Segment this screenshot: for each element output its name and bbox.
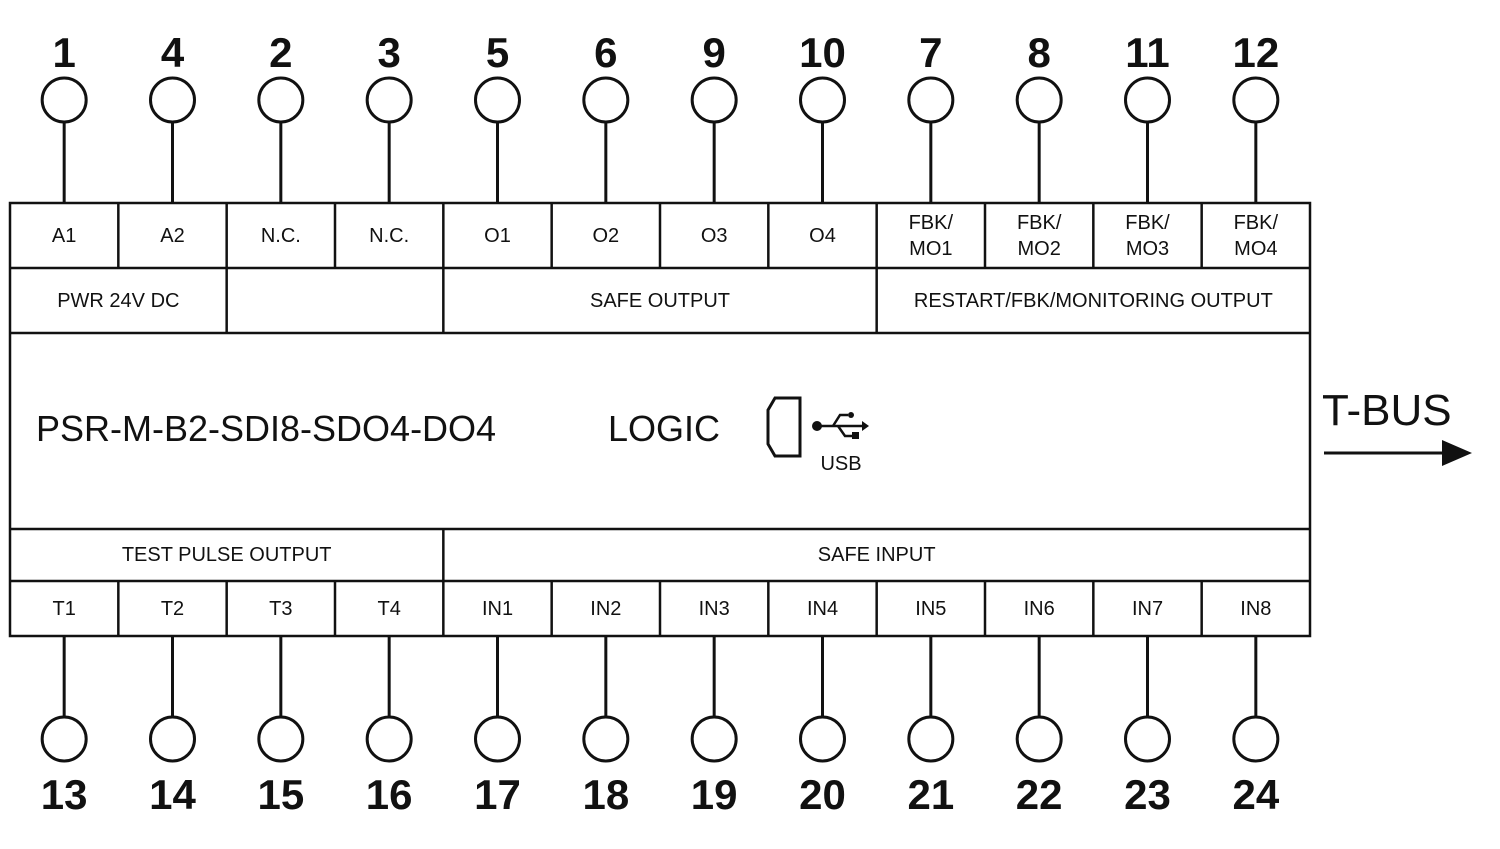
terminal-label: IN7 bbox=[1132, 598, 1163, 620]
terminal-pin bbox=[582, 76, 630, 124]
terminal-label: N.C. bbox=[261, 225, 301, 247]
terminal-label: FBK/ bbox=[1017, 212, 1062, 234]
terminal-pin bbox=[1232, 715, 1280, 763]
usb-port-icon bbox=[766, 396, 802, 458]
terminal-pin bbox=[799, 76, 846, 124]
terminal-label: O1 bbox=[484, 225, 511, 247]
terminal-number: 6 bbox=[594, 29, 617, 76]
terminal-label: FBK/ bbox=[1234, 212, 1279, 234]
terminal-number: 12 bbox=[1232, 29, 1279, 76]
terminal-pin bbox=[690, 76, 738, 124]
terminal-pin bbox=[1124, 76, 1171, 124]
terminal-label: T2 bbox=[161, 598, 184, 620]
bottom-terminal-row: T1 13 T2 14 T3 15 T4 16 IN1 17 IN2 18 IN3 19 IN4 20 IN5 2… bbox=[40, 581, 1280, 818]
terminal-label: O3 bbox=[701, 225, 728, 247]
terminal-pin bbox=[582, 715, 630, 763]
terminal-pin bbox=[690, 715, 738, 763]
terminal-label: FBK/ bbox=[1125, 212, 1170, 234]
usb-icon bbox=[812, 412, 869, 439]
model-name: PSR-M-B2-SDI8-SDO4-DO4 bbox=[36, 408, 496, 449]
terminal-number: 19 bbox=[691, 771, 738, 818]
terminal-pin bbox=[1015, 715, 1063, 763]
terminal-label: T1 bbox=[52, 598, 75, 620]
terminal-number: 7 bbox=[919, 29, 942, 76]
terminal-pin bbox=[40, 715, 88, 763]
terminal-pin bbox=[257, 76, 305, 124]
group-label: SAFE OUTPUT bbox=[590, 290, 730, 312]
terminal-label: A1 bbox=[52, 225, 76, 247]
terminal-number: 23 bbox=[1124, 771, 1171, 818]
terminal-pin bbox=[149, 76, 196, 124]
terminal-label: MO4 bbox=[1234, 238, 1277, 260]
terminal-number: 17 bbox=[474, 771, 521, 818]
terminal-pin bbox=[907, 76, 955, 124]
terminal-label: IN2 bbox=[590, 598, 621, 620]
terminal-number: 2 bbox=[269, 29, 292, 76]
arrow-right-icon bbox=[1324, 440, 1472, 466]
terminal-number: 4 bbox=[161, 29, 185, 76]
terminal-pin bbox=[799, 715, 846, 763]
terminal-number: 9 bbox=[702, 29, 725, 76]
terminal-label: IN6 bbox=[1024, 598, 1055, 620]
terminal-number: 14 bbox=[149, 771, 196, 818]
terminal-label: IN1 bbox=[482, 598, 513, 620]
group-label: RESTART/FBK/MONITORING OUTPUT bbox=[914, 290, 1273, 312]
terminal-label: T4 bbox=[377, 598, 400, 620]
terminal-number: 10 bbox=[799, 29, 846, 76]
logic-label: LOGIC bbox=[608, 408, 720, 449]
terminal-number: 13 bbox=[41, 771, 88, 818]
group-label: PWR 24V DC bbox=[57, 290, 179, 312]
terminal-number: 8 bbox=[1027, 29, 1050, 76]
terminal-label: T3 bbox=[269, 598, 292, 620]
terminal-pin bbox=[365, 715, 413, 763]
terminal-number: 11 bbox=[1125, 29, 1169, 76]
terminal-number: 24 bbox=[1232, 771, 1279, 818]
terminal-label: N.C. bbox=[369, 225, 409, 247]
terminal-label: IN8 bbox=[1240, 598, 1271, 620]
terminal-label: O4 bbox=[809, 225, 836, 247]
terminal-pin bbox=[365, 76, 413, 124]
terminal-number: 22 bbox=[1016, 771, 1063, 818]
terminal-number: 1 bbox=[52, 29, 75, 76]
top-group-row: PWR 24V DC SAFE OUTPUT RESTART/FBK/MONITOR… bbox=[57, 268, 1273, 333]
terminal-pin bbox=[474, 715, 521, 763]
tbus-label: T-BUS bbox=[1322, 386, 1452, 435]
terminal-label: O2 bbox=[592, 225, 619, 247]
terminal-number: 15 bbox=[257, 771, 304, 818]
terminal-pin bbox=[1124, 715, 1171, 763]
terminal-pin bbox=[257, 715, 305, 763]
terminal-label: IN4 bbox=[807, 598, 838, 620]
terminal-label: A2 bbox=[160, 225, 184, 247]
terminal-label: FBK/ bbox=[909, 212, 954, 234]
terminal-pin bbox=[474, 76, 521, 124]
terminal-pin bbox=[40, 76, 88, 124]
bottom-group-row: TEST PULSE OUTPUT SAFE INPUT bbox=[122, 529, 936, 581]
terminal-label: MO2 bbox=[1017, 238, 1060, 260]
group-label: TEST PULSE OUTPUT bbox=[122, 544, 332, 566]
terminal-label: IN3 bbox=[699, 598, 730, 620]
terminal-pin bbox=[149, 715, 196, 763]
terminal-number: 21 bbox=[907, 771, 954, 818]
terminal-number: 3 bbox=[377, 29, 400, 76]
terminal-pin bbox=[1015, 76, 1063, 124]
terminal-number: 20 bbox=[799, 771, 846, 818]
terminal-number: 16 bbox=[366, 771, 413, 818]
terminal-pin bbox=[907, 715, 955, 763]
group-label: SAFE INPUT bbox=[818, 544, 936, 566]
terminal-label: MO1 bbox=[909, 238, 952, 260]
terminal-label: IN5 bbox=[915, 598, 946, 620]
terminal-label: MO3 bbox=[1126, 238, 1169, 260]
usb-label: USB bbox=[820, 453, 861, 475]
terminal-number: 18 bbox=[582, 771, 629, 818]
terminal-number: 5 bbox=[486, 29, 509, 76]
terminal-pin bbox=[1232, 76, 1280, 124]
